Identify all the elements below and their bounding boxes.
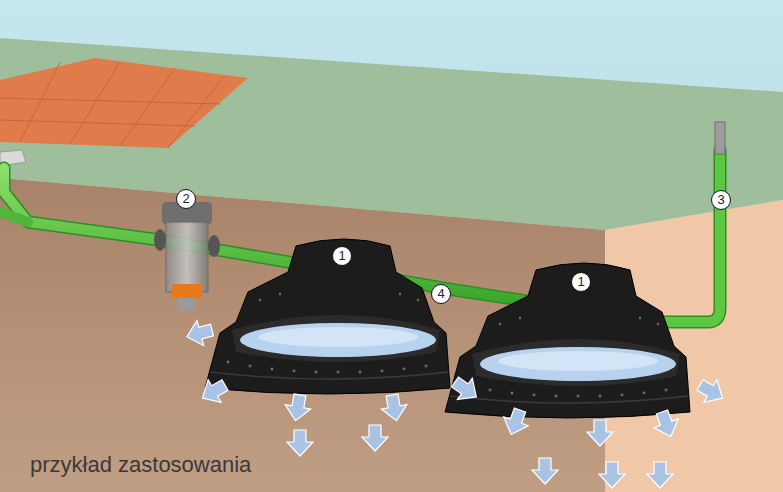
callout-number: 3 xyxy=(711,190,731,210)
infiltration-tank xyxy=(205,239,450,394)
vent-cap xyxy=(715,122,725,154)
paving-joints xyxy=(0,62,225,148)
infiltration-tank xyxy=(445,263,690,418)
caption-text: przykład zastosowania xyxy=(30,452,251,478)
callout-number: 4 xyxy=(431,284,451,304)
callout-number: 2 xyxy=(176,189,196,209)
callout-number: 1 xyxy=(332,246,352,266)
filter xyxy=(154,202,220,310)
callout-number: 1 xyxy=(571,272,591,292)
seepage-arrows xyxy=(184,317,729,488)
paving xyxy=(0,58,248,148)
